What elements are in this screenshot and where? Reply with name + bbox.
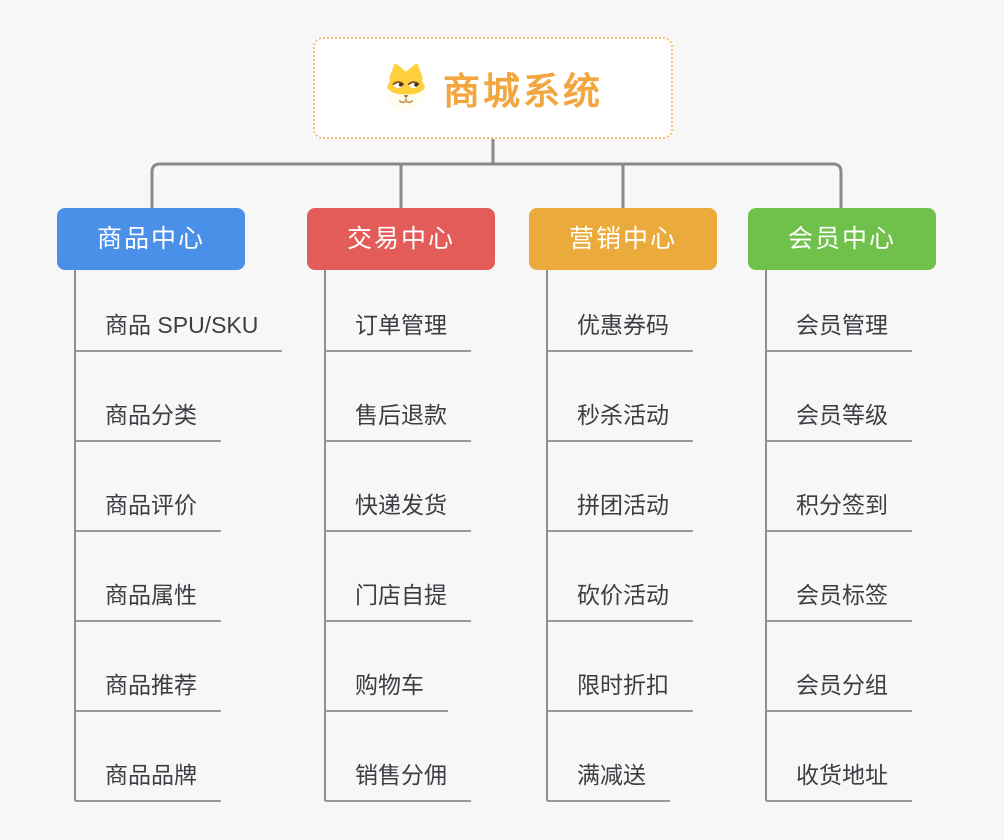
leaf-node[interactable]: 商品 SPU/SKU [75, 308, 283, 352]
branch-node-marketing-center[interactable]: 营销中心 [529, 208, 717, 270]
leaf-node[interactable]: 砍价活动 [547, 578, 693, 622]
root-node[interactable]: 商城系统 [313, 37, 673, 139]
leaf-node[interactable]: 限时折扣 [547, 668, 693, 712]
branch-node-trade-center[interactable]: 交易中心 [307, 208, 495, 270]
root-title: 商城系统 [443, 71, 603, 112]
leaf-column-trade: 订单管理 售后退款 快递发货 门店自提 购物车 销售分佣 [307, 270, 557, 802]
leaf-node[interactable]: 满减送 [547, 758, 670, 802]
leaf-node[interactable]: 门店自提 [325, 578, 471, 622]
leaf-node[interactable]: 优惠券码 [547, 308, 693, 352]
leaf-node[interactable]: 商品属性 [75, 578, 221, 622]
leaf-node[interactable]: 秒杀活动 [547, 398, 693, 442]
leaf-node[interactable]: 商品分类 [75, 398, 221, 442]
leaf-node[interactable]: 会员标签 [766, 578, 912, 622]
leaf-node[interactable]: 收货地址 [766, 758, 912, 802]
branch-node-member-center[interactable]: 会员中心 [748, 208, 936, 270]
leaf-node[interactable]: 积分签到 [766, 488, 912, 532]
leaf-node[interactable]: 商品评价 [75, 488, 221, 532]
leaf-node[interactable]: 售后退款 [325, 398, 471, 442]
leaf-column-product: 商品 SPU/SKU 商品分类 商品评价 商品属性 商品推荐 商品品牌 [57, 270, 307, 802]
leaf-node[interactable]: 订单管理 [325, 308, 471, 352]
leaf-node[interactable]: 商品推荐 [75, 668, 221, 712]
branch-node-product-center[interactable]: 商品中心 [57, 208, 245, 270]
leaf-node[interactable]: 会员分组 [766, 668, 912, 712]
leaf-column-marketing: 优惠券码 秒杀活动 拼团活动 砍价活动 限时折扣 满减送 [529, 270, 779, 802]
leaf-node[interactable]: 商品品牌 [75, 758, 221, 802]
leaf-node[interactable]: 购物车 [325, 668, 448, 712]
leaf-node[interactable]: 会员等级 [766, 398, 912, 442]
leaf-node[interactable]: 快递发货 [325, 488, 471, 532]
leaf-node[interactable]: 会员管理 [766, 308, 912, 352]
leaf-node[interactable]: 拼团活动 [547, 488, 693, 532]
leaf-node[interactable]: 销售分佣 [325, 758, 471, 802]
leaf-column-member: 会员管理 会员等级 积分签到 会员标签 会员分组 收货地址 [748, 270, 998, 802]
dog-face-icon [383, 63, 429, 113]
